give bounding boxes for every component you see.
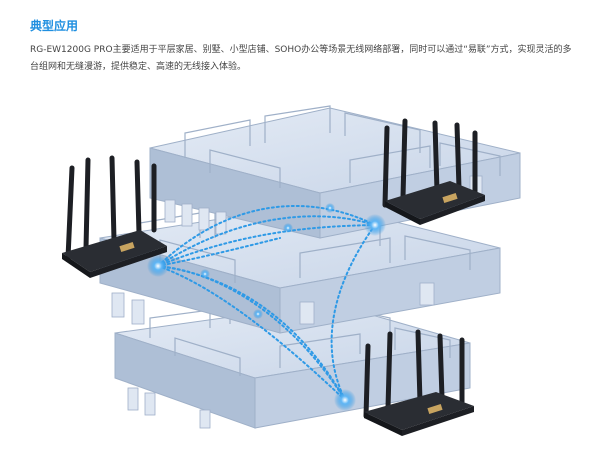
floor-bottom — [114, 287, 471, 429]
wireless-links — [157, 204, 376, 401]
router-bottom-right — [363, 329, 474, 436]
link-nodes — [147, 203, 386, 411]
section-description: RG-EW1200G PRO主要适用于平层家居、别墅、小型店铺、SOHO办公等场… — [30, 45, 572, 72]
router-left — [62, 155, 167, 278]
router-top-right — [382, 118, 485, 225]
section-title: 典型应用 — [30, 19, 79, 33]
building-network-illustration — [62, 105, 521, 436]
